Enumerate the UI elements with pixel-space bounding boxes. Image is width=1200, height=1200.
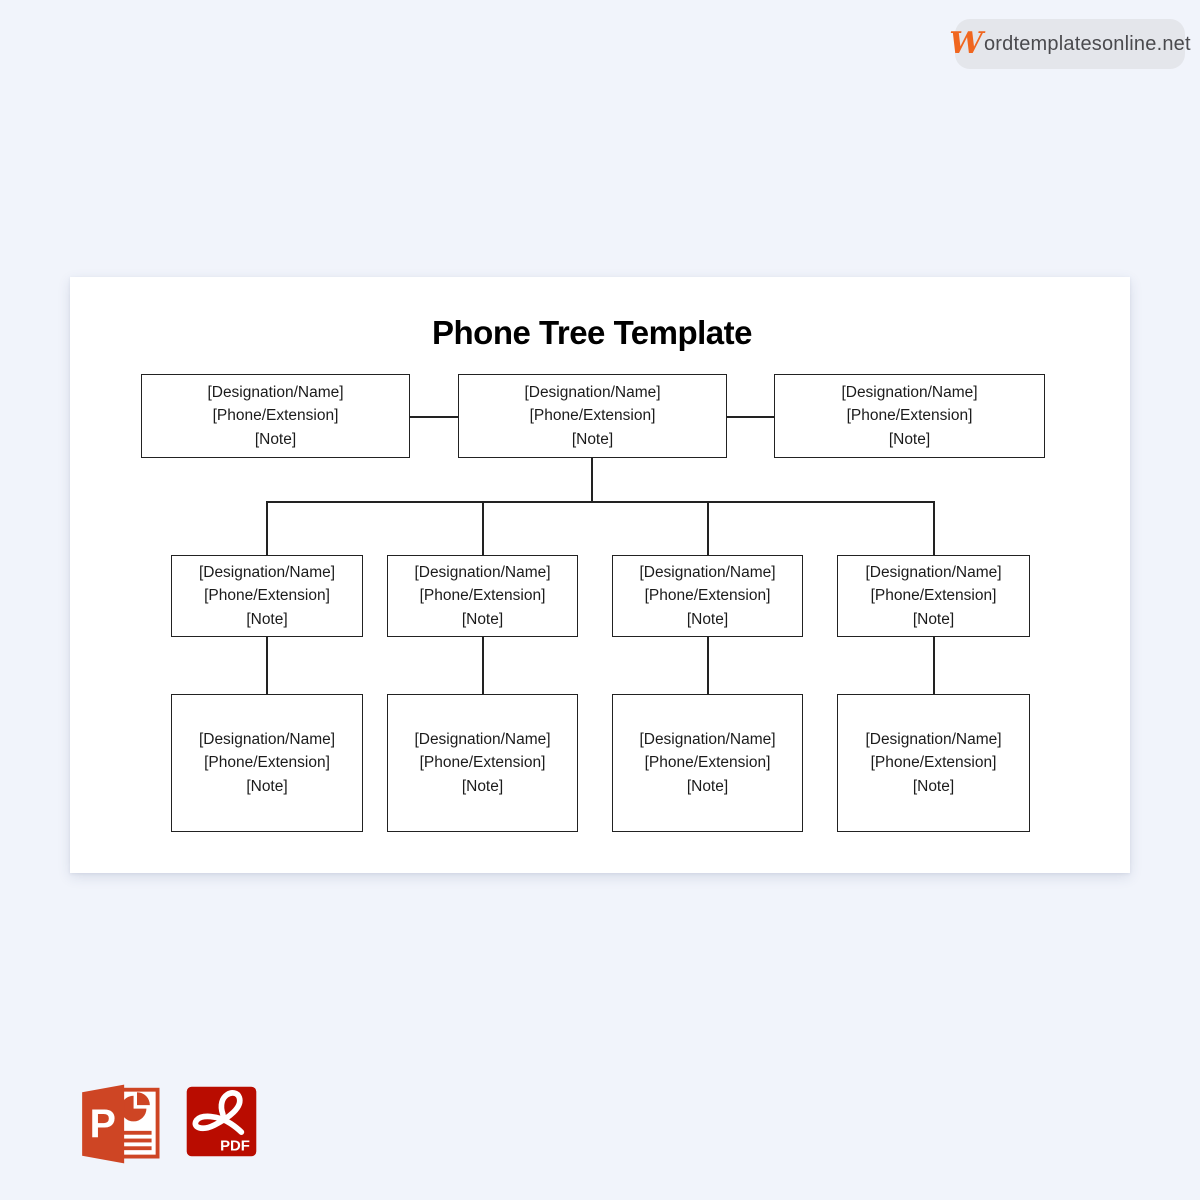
- diagram-title: Phone Tree Template: [432, 314, 752, 351]
- node-line-phone: [Phone/Extension]: [846, 407, 973, 425]
- ppt-letter: P: [90, 1102, 116, 1146]
- ppt-pie-wedge: [137, 1092, 150, 1106]
- node-line-phone: [Phone/Extension]: [870, 587, 997, 605]
- connector-stub-3: [707, 501, 709, 556]
- logo-text: ordtemplatesonline.net: [983, 32, 1191, 55]
- node-bottom-3: [Designation/Name] [Phone/Extension] [No…: [612, 694, 803, 832]
- node-line-note: [Note]: [912, 777, 955, 795]
- connector-drop-1: [266, 636, 268, 694]
- connector-center-drop: [591, 458, 593, 502]
- node-line-note: [Note]: [686, 610, 729, 628]
- pdf-icon[interactable]: PDF: [186, 1086, 257, 1157]
- acrobat-swirl-icon: [192, 1090, 245, 1135]
- node-line-designation: [Designation/Name]: [639, 563, 776, 581]
- pdf-label: PDF: [220, 1139, 250, 1155]
- node-line-designation: [Designation/Name]: [198, 563, 336, 581]
- node-line-designation: [Designation/Name]: [865, 730, 1002, 748]
- node-line-phone: [Phone/Extension]: [419, 754, 546, 772]
- ppt-pie-chart-icon: [120, 1095, 147, 1122]
- node-mid-4: [Designation/Name] [Phone/Extension] [No…: [837, 555, 1030, 637]
- node-line-note: [Note]: [254, 430, 297, 448]
- ppt-text-bar: [117, 1130, 152, 1135]
- connector-distribution: [266, 501, 934, 503]
- node-line-phone: [Phone/Extension]: [644, 587, 771, 605]
- node-top-left: [Designation/Name] [Phone/Extension] [No…: [141, 374, 410, 458]
- node-line-phone: [Phone/Extension]: [870, 754, 997, 772]
- node-line-phone: [Phone/Extension]: [419, 587, 546, 605]
- node-bottom-2: [Designation/Name] [Phone/Extension] [No…: [387, 694, 578, 832]
- connector-drop-2: [482, 636, 484, 694]
- node-line-note: [Note]: [246, 777, 288, 795]
- node-line-phone: [Phone/Extension]: [529, 407, 656, 425]
- node-mid-1: [Designation/Name] [Phone/Extension] [No…: [171, 555, 363, 637]
- connector-drop-3: [707, 636, 709, 694]
- ppt-text-bar: [117, 1146, 152, 1151]
- logo-initial-w: W: [949, 26, 983, 61]
- node-line-designation: [Designation/Name]: [841, 383, 978, 401]
- node-line-note: [Note]: [686, 777, 729, 795]
- connector-top-right: [727, 416, 774, 418]
- node-top-right: [Designation/Name] [Phone/Extension] [No…: [774, 374, 1045, 458]
- powerpoint-icon[interactable]: P: [76, 1082, 162, 1166]
- connector-stub-4: [933, 501, 935, 556]
- node-line-note: [Note]: [461, 777, 504, 795]
- node-line-phone: [Phone/Extension]: [644, 754, 771, 772]
- node-mid-2: [Designation/Name] [Phone/Extension] [No…: [387, 555, 578, 637]
- node-line-note: [Note]: [912, 610, 955, 628]
- node-line-note: [Note]: [571, 430, 614, 448]
- node-line-designation: [Designation/Name]: [414, 730, 551, 748]
- node-line-designation: [Designation/Name]: [865, 563, 1002, 581]
- node-bottom-4: [Designation/Name] [Phone/Extension] [No…: [837, 694, 1030, 832]
- node-line-phone: [Phone/Extension]: [212, 407, 339, 425]
- node-mid-3: [Designation/Name] [Phone/Extension] [No…: [612, 555, 803, 637]
- node-line-note: [Note]: [246, 610, 288, 628]
- ppt-text-bar: [117, 1138, 152, 1143]
- connector-top-left: [410, 416, 458, 418]
- node-line-note: [Note]: [888, 430, 931, 448]
- node-line-designation: [Designation/Name]: [524, 383, 661, 401]
- node-bottom-1: [Designation/Name] [Phone/Extension] [No…: [171, 694, 363, 832]
- node-top-center: [Designation/Name] [Phone/Extension] [No…: [458, 374, 727, 458]
- connector-drop-4: [933, 636, 935, 694]
- ppt-banner: [82, 1084, 125, 1164]
- node-line-phone: [Phone/Extension]: [204, 754, 330, 772]
- node-line-designation: [Designation/Name]: [414, 563, 551, 581]
- node-line-designation: [Designation/Name]: [207, 383, 344, 401]
- node-line-designation: [Designation/Name]: [639, 730, 776, 748]
- node-line-phone: [Phone/Extension]: [204, 587, 330, 605]
- node-line-note: [Note]: [461, 610, 504, 628]
- node-line-designation: [Designation/Name]: [198, 730, 336, 748]
- connector-stub-2: [482, 501, 484, 556]
- connector-stub-1: [266, 501, 268, 556]
